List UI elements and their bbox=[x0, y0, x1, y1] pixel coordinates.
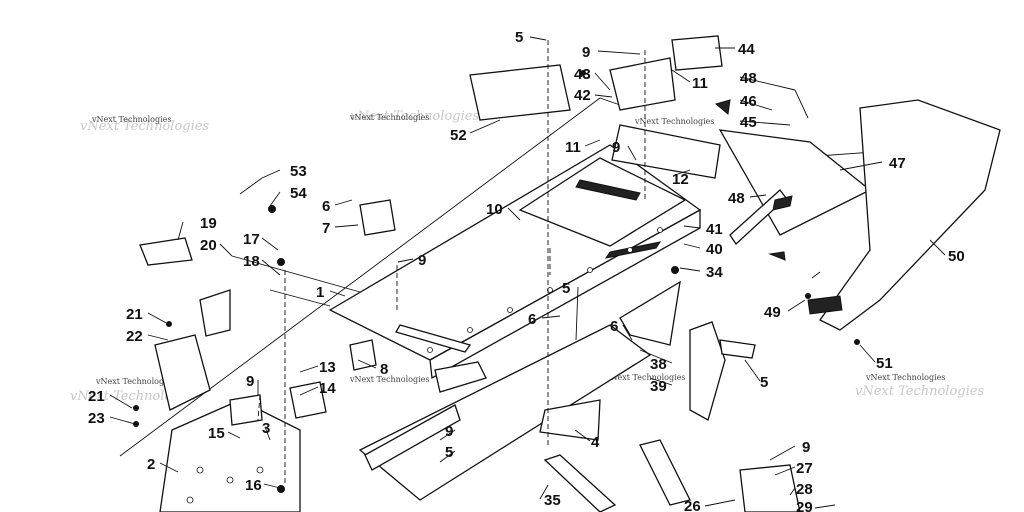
watermark-text: vNext Technologies bbox=[865, 373, 945, 382]
callout-label: 9 bbox=[445, 423, 453, 440]
callout-label: 2 bbox=[147, 456, 155, 473]
callout-label: 49 bbox=[764, 304, 781, 321]
callout-label: 10 bbox=[486, 201, 503, 218]
callout-label: 13 bbox=[319, 359, 336, 376]
callout-label: 50 bbox=[948, 248, 965, 265]
tunnel-assembly bbox=[139, 35, 1001, 512]
watermark-ghost: vNext Technologies bbox=[80, 119, 209, 134]
callout-label: 5 bbox=[515, 29, 523, 46]
watermark-text: vNext Technologies bbox=[349, 375, 429, 384]
watermark-text: vNext Technologies bbox=[349, 113, 429, 122]
callout-label: 5 bbox=[760, 374, 768, 391]
callout-label: 40 bbox=[706, 241, 723, 258]
watermark-text: vNext Technologies bbox=[91, 115, 171, 124]
callout-label: 23 bbox=[88, 410, 105, 427]
callout-label: 5 bbox=[562, 280, 570, 297]
callout-label: 44 bbox=[738, 41, 755, 58]
callout-label: 7 bbox=[322, 220, 330, 237]
callout-label: 20 bbox=[200, 237, 217, 254]
callout-label: 53 bbox=[290, 163, 307, 180]
callout-label: 42 bbox=[574, 87, 591, 104]
callout-label: 8 bbox=[380, 361, 388, 378]
mounting-holes bbox=[186, 227, 663, 504]
callout-label: 34 bbox=[706, 264, 723, 281]
watermark-ghost: vNext Technologies bbox=[855, 384, 984, 399]
callout-label: 41 bbox=[706, 221, 723, 238]
callout-label: 26 bbox=[684, 498, 701, 512]
assembly-guides bbox=[257, 40, 646, 485]
callout-labels: 5 9 44 43 11 42 48 46 45 52 11 9 12 47 4… bbox=[88, 29, 965, 512]
callout-label: 9 bbox=[802, 439, 810, 456]
callout-label: 21 bbox=[88, 388, 105, 405]
callout-label: 14 bbox=[319, 380, 336, 397]
watermark-ghost: vNext Technologies bbox=[350, 109, 479, 124]
callout-label: 29 bbox=[796, 499, 813, 512]
watermark-text: vNext Technologies bbox=[95, 377, 175, 386]
callout-label: 9 bbox=[582, 44, 590, 61]
callout-label: 9 bbox=[246, 373, 254, 390]
callout-label: 6 bbox=[322, 198, 330, 215]
callout-label: 52 bbox=[450, 127, 467, 144]
callout-label: 48 bbox=[728, 190, 745, 207]
callout-label: 45 bbox=[740, 114, 757, 131]
callout-label: 11 bbox=[692, 75, 708, 92]
callout-label: 9 bbox=[612, 139, 620, 156]
callout-label: 46 bbox=[740, 93, 757, 110]
fasteners bbox=[133, 70, 860, 493]
callout-label: 27 bbox=[796, 460, 813, 477]
callout-label: 6 bbox=[528, 311, 536, 328]
callout-leaders bbox=[109, 36, 946, 509]
callout-label: 15 bbox=[208, 425, 225, 442]
watermark-text: vNext Technologies bbox=[634, 117, 714, 126]
callout-label: 1 bbox=[316, 284, 324, 301]
callout-label: 21 bbox=[126, 306, 143, 323]
watermark-layer: vNext Technologies vNext Technologies vN… bbox=[70, 109, 984, 404]
callout-label: 5 bbox=[445, 444, 453, 461]
watermark-text: vNext Technologies bbox=[605, 373, 685, 382]
callout-label: 35 bbox=[544, 492, 561, 509]
callout-label: 28 bbox=[796, 481, 813, 498]
callout-label: 3 bbox=[262, 420, 270, 437]
callout-label: 22 bbox=[126, 328, 143, 345]
callout-label: 16 bbox=[245, 477, 262, 494]
callout-label: 38 bbox=[650, 356, 667, 373]
callout-label: 4 bbox=[591, 434, 600, 451]
callout-label: 19 bbox=[200, 215, 217, 232]
callout-label: 39 bbox=[650, 378, 667, 395]
callout-label: 9 bbox=[418, 252, 426, 269]
callout-label: 17 bbox=[243, 231, 260, 248]
callout-label: 6 bbox=[610, 318, 618, 335]
callout-label: 51 bbox=[876, 355, 893, 372]
callout-label: 54 bbox=[290, 185, 307, 202]
callout-label: 12 bbox=[672, 171, 689, 188]
callout-label: 47 bbox=[889, 155, 906, 172]
callout-label: 18 bbox=[243, 253, 260, 270]
callout-label: 43 bbox=[574, 66, 591, 83]
callout-label: 48 bbox=[740, 70, 757, 87]
callout-label: 11 bbox=[565, 139, 581, 156]
